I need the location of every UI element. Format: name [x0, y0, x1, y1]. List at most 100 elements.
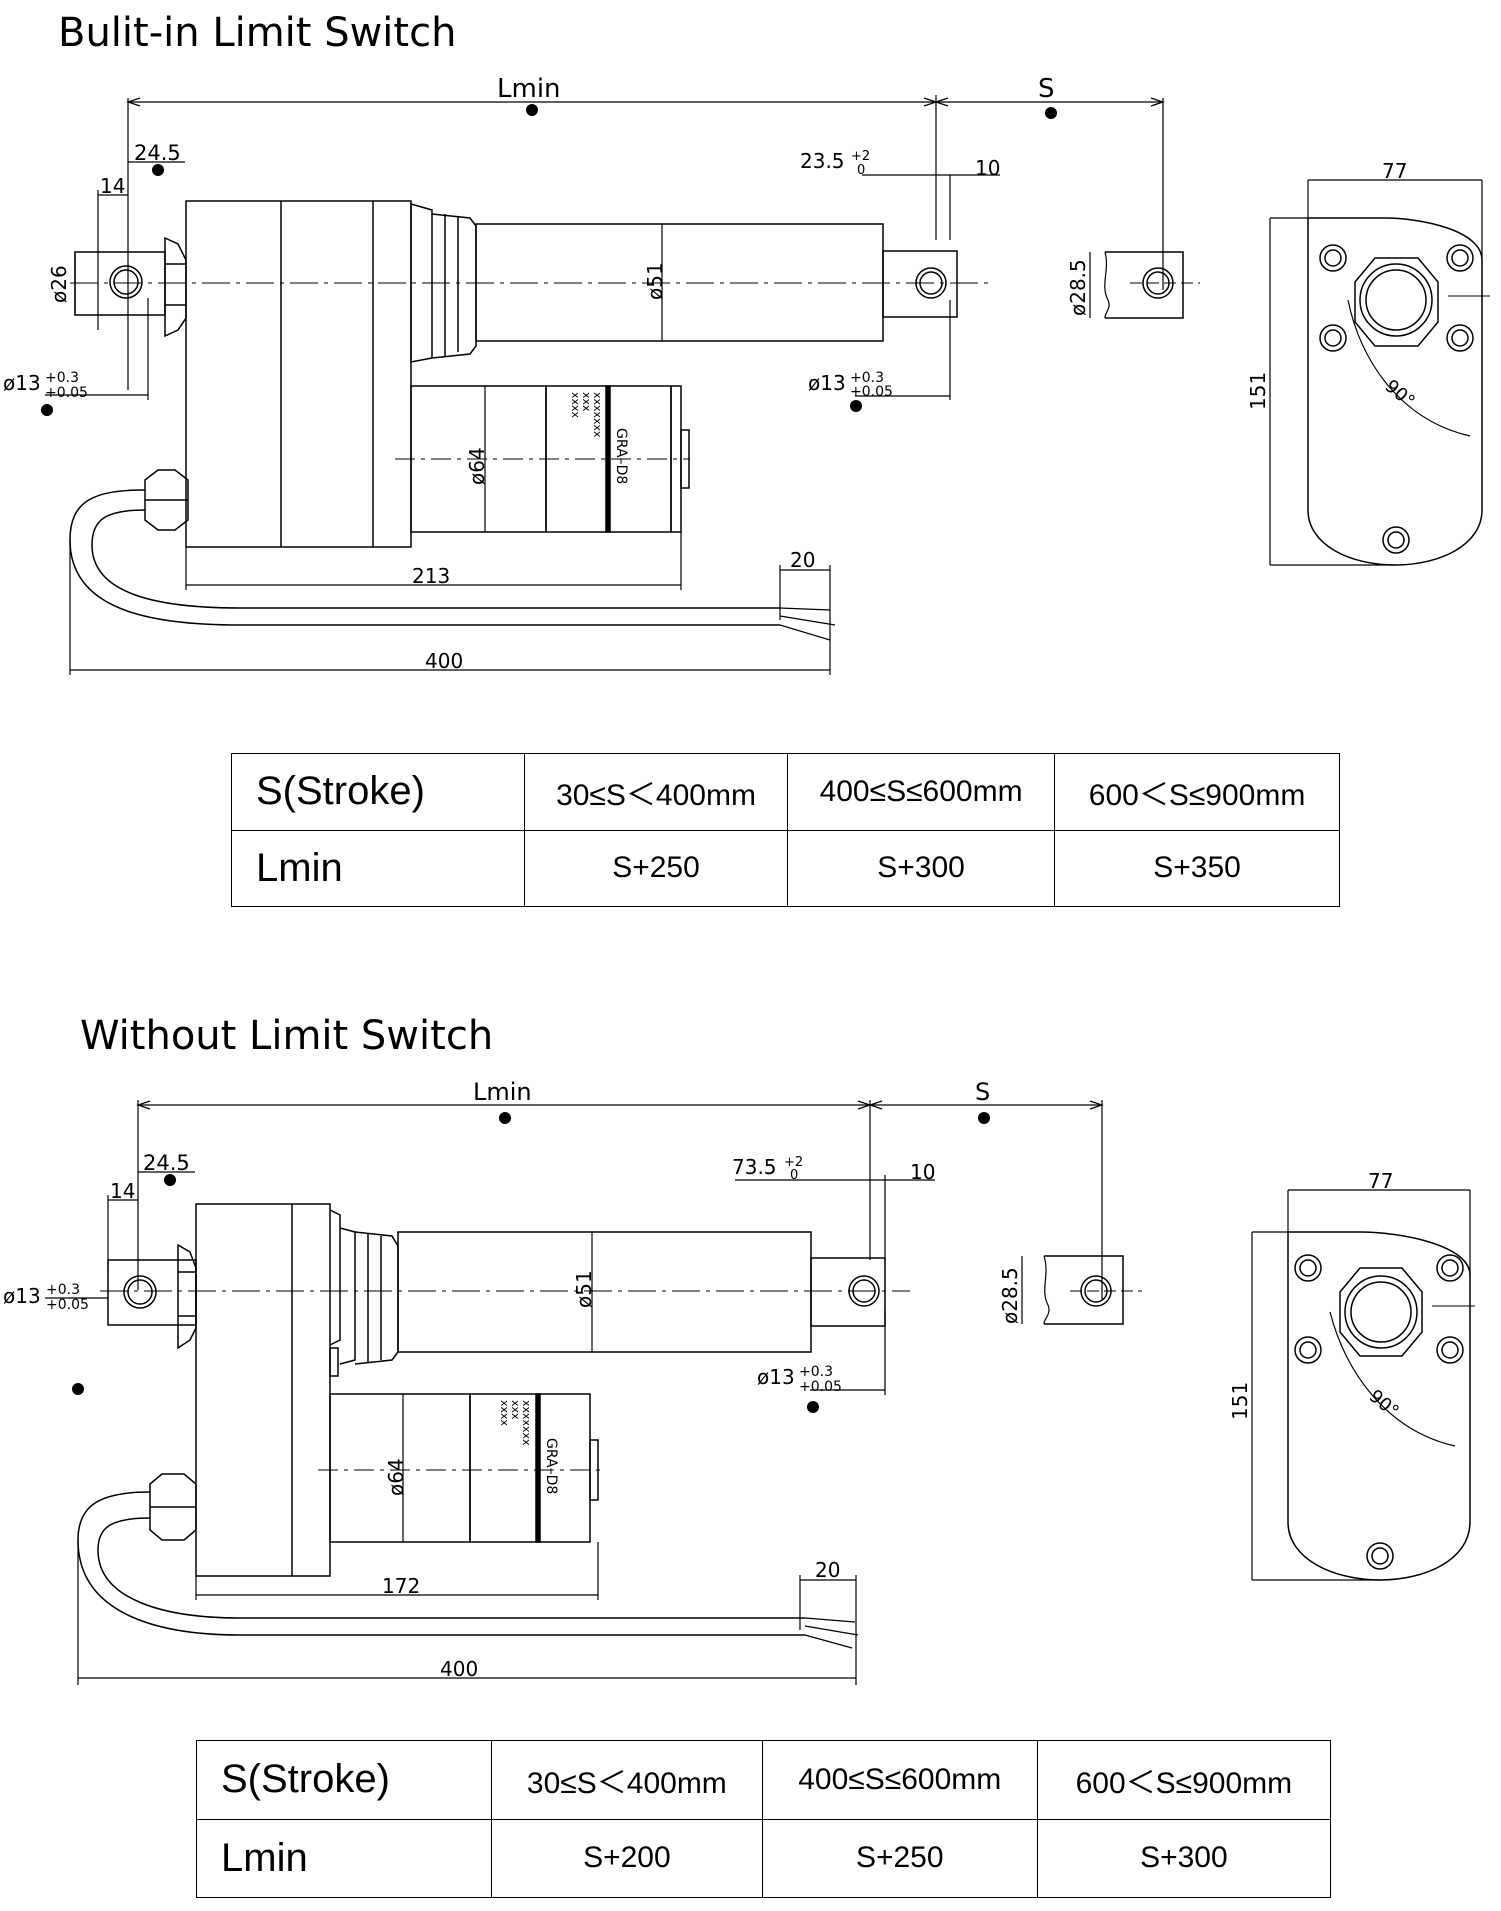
gearbox-housing — [195, 1203, 341, 1577]
table-head-stroke: S(Stroke) — [196, 1740, 492, 1820]
table-cell-lmin-2: S+300 — [787, 829, 1056, 907]
table-row-lmin: Lmin S+250 S+300 S+350 — [231, 829, 1340, 907]
rod-end-detail — [1021, 1255, 1142, 1325]
table-head-lmin: Lmin — [196, 1818, 492, 1898]
dim-14: 14 — [110, 1179, 135, 1203]
dim-77: 77 — [1382, 159, 1407, 183]
dim-d13-right-tol-dn: +0.05 — [850, 384, 893, 400]
table-cell-lmin-3: S+350 — [1054, 829, 1340, 907]
dim-lmin: Lmin — [473, 1078, 532, 1106]
motor-label-x1: xxxxxxx — [591, 392, 604, 438]
table-head-stroke: S(Stroke) — [231, 753, 525, 831]
dim-73-5: 73.5 — [732, 1155, 777, 1179]
dim-d51: ø51 — [643, 262, 667, 300]
outer-tube — [397, 1231, 812, 1353]
dim-d13-left: ø13 — [3, 1284, 41, 1308]
motor-label-x2: xxx — [580, 392, 593, 412]
drawing-without-limit-switch: Lmin S 24.5 14 ø13 +0.3 +0.05 73.5 +2 0 … — [3, 1078, 1475, 1685]
motor-label-x3: xxxx — [569, 392, 582, 419]
dim-d13-right-tol-up: +0.3 — [799, 1364, 833, 1380]
marker-dots — [72, 1112, 990, 1413]
dim-d28-5: ø28.5 — [998, 1267, 1022, 1324]
cable — [77, 1473, 859, 1649]
dim-lmin: Lmin — [497, 74, 561, 104]
dim-400: 400 — [425, 649, 463, 673]
dim-10: 10 — [910, 1160, 935, 1184]
dim-23-5: 23.5 — [800, 149, 845, 173]
table-cell-lmin-3: S+300 — [1036, 1818, 1332, 1898]
table-cell-lmin-1: S+250 — [523, 829, 789, 907]
dim-151: 151 — [1228, 1382, 1252, 1420]
table-cell-range-2: 400≤S≤600mm — [787, 753, 1056, 831]
table-cell-range-2: 400≤S≤600mm — [761, 1740, 1038, 1820]
drawing-builtin-limit-switch: Lmin S 24.5 14 ø26 ø13 +0.3 +0.05 23.5 + — [3, 74, 1490, 675]
table-cell-range-3: 600＜S≤900mm — [1036, 1740, 1332, 1820]
table-row-stroke: S(Stroke) 30≤S＜400mm 400≤S≤600mm 600＜S≤9… — [231, 753, 1340, 831]
dim-23-5-tol-up: +2 — [851, 149, 870, 164]
dim-24-5: 24.5 — [134, 141, 181, 165]
motor-label-x2: xxx — [509, 1400, 522, 1420]
gearbox-housing — [185, 200, 412, 548]
section-title-builtin: Bulit-in Limit Switch — [58, 10, 457, 56]
dim-400: 400 — [440, 1657, 478, 1681]
dim-d28-5: ø28.5 — [1066, 259, 1090, 316]
inner-rod — [810, 1257, 886, 1327]
motor — [318, 1393, 600, 1543]
dim-151: 151 — [1246, 372, 1270, 410]
dim-d13-right: ø13 — [757, 1365, 795, 1389]
dim-lmin-s — [136, 1100, 1104, 1300]
dim-73-5-tol-dn: 0 — [790, 1168, 798, 1183]
dim-s: S — [975, 1078, 990, 1106]
end-view — [1251, 1189, 1475, 1581]
motor — [395, 385, 690, 533]
dim-20: 20 — [790, 548, 815, 572]
dim-24-5: 24.5 — [143, 1151, 190, 1175]
table-cell-lmin-1: S+200 — [491, 1818, 763, 1898]
dim-d13-right-tol-up: +0.3 — [850, 370, 884, 386]
table-head-lmin: Lmin — [231, 829, 525, 907]
dim-77: 77 — [1368, 1169, 1393, 1193]
dim-14: 14 — [100, 174, 125, 198]
dim-90: 90° — [1381, 376, 1419, 413]
motor-label-model: GRA–D8 — [613, 428, 629, 484]
inner-rod — [882, 250, 958, 318]
table-row-lmin: Lmin S+200 S+250 S+300 — [196, 1818, 1332, 1898]
end-view — [1269, 179, 1490, 566]
motor-label-x3: xxxx — [498, 1400, 511, 1427]
dim-d64: ø64 — [384, 1458, 408, 1496]
dim-d13-left-tol-up: +0.3 — [46, 1282, 80, 1298]
dim-10: 10 — [975, 156, 1000, 180]
left-clevis — [107, 1243, 197, 1350]
tube-collar — [339, 1227, 399, 1365]
dim-d26: ø26 — [47, 265, 71, 303]
dim-20: 20 — [815, 1558, 840, 1582]
dim-90: 90° — [1365, 1386, 1403, 1423]
dim-d13-left-tol-up: +0.3 — [45, 370, 79, 386]
left-clevis — [74, 236, 187, 338]
stroke-table-without: S(Stroke) 30≤S＜400mm 400≤S≤600mm 600＜S≤9… — [196, 1740, 1332, 1898]
dim-d51: ø51 — [572, 1270, 596, 1308]
dim-d64: ø64 — [465, 447, 489, 485]
table-cell-lmin-2: S+250 — [761, 1818, 1038, 1898]
dim-23-5-tol-dn: 0 — [857, 163, 865, 178]
table-cell-range-1: 30≤S＜400mm — [523, 753, 789, 831]
dim-172: 172 — [382, 1574, 420, 1598]
dim-213: 213 — [412, 564, 450, 588]
section-title-without: Without Limit Switch — [80, 1013, 494, 1059]
dim-lmin-s — [126, 95, 1165, 390]
dim-d13-right: ø13 — [808, 371, 846, 395]
motor-label-x1: xxxxxxx — [520, 1400, 533, 1446]
dim-s: S — [1038, 74, 1055, 104]
motor-label-model: GRA–D8 — [543, 1438, 559, 1494]
table-row-stroke: S(Stroke) 30≤S＜400mm 400≤S≤600mm 600＜S≤9… — [196, 1740, 1332, 1820]
rod-end-detail — [1089, 251, 1200, 319]
dim-73-5-tol-up: +2 — [784, 1155, 803, 1170]
table-cell-range-3: 600＜S≤900mm — [1054, 753, 1340, 831]
cable — [69, 469, 836, 641]
stroke-table-builtin: S(Stroke) 30≤S＜400mm 400≤S≤600mm 600＜S≤9… — [231, 753, 1340, 907]
marker-dots — [41, 104, 1057, 416]
table-cell-range-1: 30≤S＜400mm — [491, 1740, 763, 1820]
dim-d13-right-tol-dn: +0.05 — [799, 1379, 842, 1395]
dim-d13-left-tol-dn: +0.05 — [45, 385, 88, 401]
dim-d13-left: ø13 — [3, 371, 41, 395]
